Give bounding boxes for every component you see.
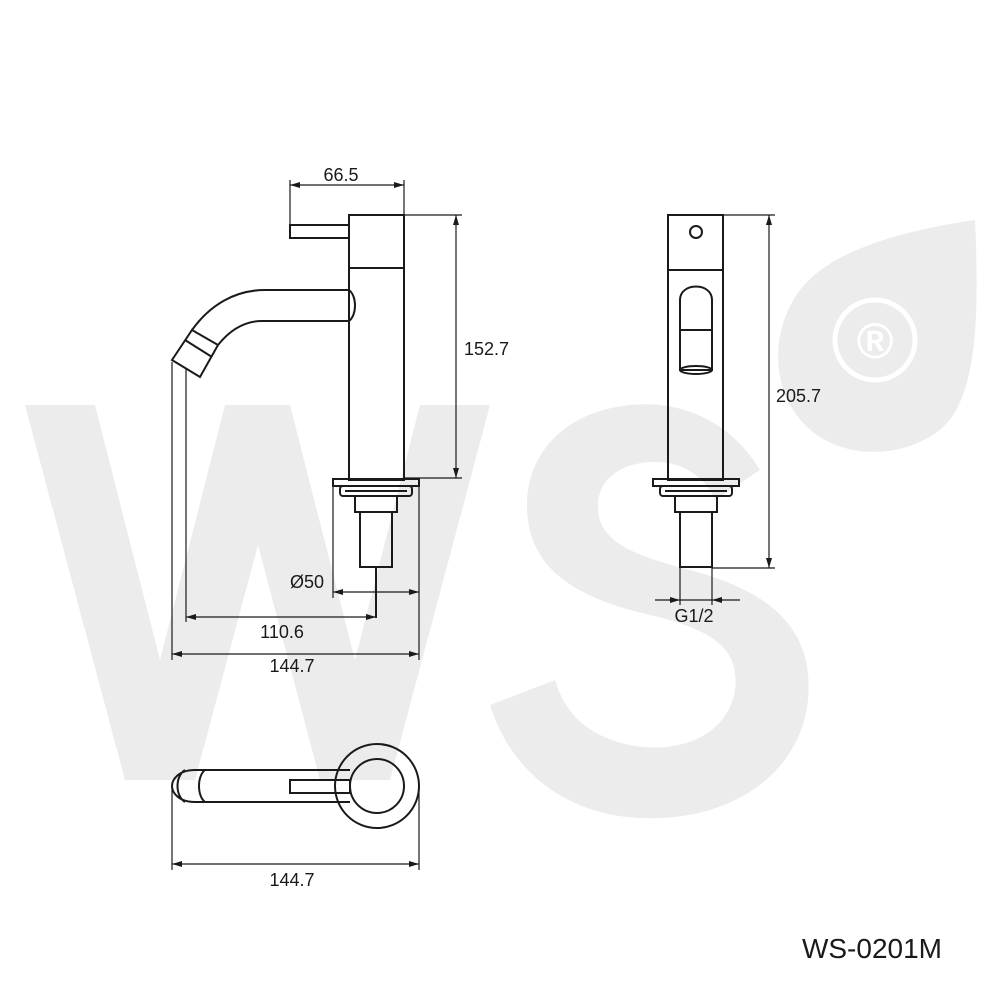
dim-base-diameter: Ø50 xyxy=(290,572,324,592)
dim-overall-height: 205.7 xyxy=(776,386,821,406)
side-shank xyxy=(354,496,398,513)
dim-overall-length-top: 144.7 xyxy=(269,870,314,890)
front-aerator xyxy=(679,329,713,371)
front-dimensions: 205.7 G1/2 xyxy=(655,214,821,626)
dim-handle-length: 66.5 xyxy=(323,165,358,185)
front-indicator-hole xyxy=(689,225,703,239)
side-handle xyxy=(289,224,350,239)
side-body xyxy=(348,214,405,481)
watermark-logo: ® xyxy=(25,220,977,819)
side-aerator xyxy=(170,328,220,379)
model-code: WS-0201M xyxy=(802,933,942,964)
side-base-ring xyxy=(339,485,413,497)
front-aerator-end xyxy=(679,365,713,375)
front-shank-pipe xyxy=(679,511,713,568)
top-spout xyxy=(195,769,350,803)
dim-thread: G1/2 xyxy=(674,606,713,626)
arrowheads xyxy=(333,589,419,595)
front-view xyxy=(652,214,740,568)
dim-spout-reach: 110.6 xyxy=(260,622,304,642)
top-handle xyxy=(289,779,351,794)
watermark-leaf xyxy=(778,220,977,452)
front-spout xyxy=(679,285,713,330)
side-view xyxy=(170,214,420,618)
dim-overall-length-side: 144.7 xyxy=(269,656,314,676)
registered-mark: ® xyxy=(857,313,894,369)
front-shank xyxy=(674,496,718,513)
side-dimensions: 66.5 152.7 Ø50 110.6 144.7 xyxy=(171,165,509,676)
dim-body-height: 152.7 xyxy=(464,339,509,359)
side-spout xyxy=(191,289,349,346)
top-dimensions: 144.7 xyxy=(171,786,420,890)
registered-circle xyxy=(832,297,918,383)
watermark-letter-s xyxy=(490,404,809,819)
side-spout-end xyxy=(348,289,356,322)
watermark-letter-w xyxy=(25,405,490,780)
front-base-ring xyxy=(659,485,733,497)
